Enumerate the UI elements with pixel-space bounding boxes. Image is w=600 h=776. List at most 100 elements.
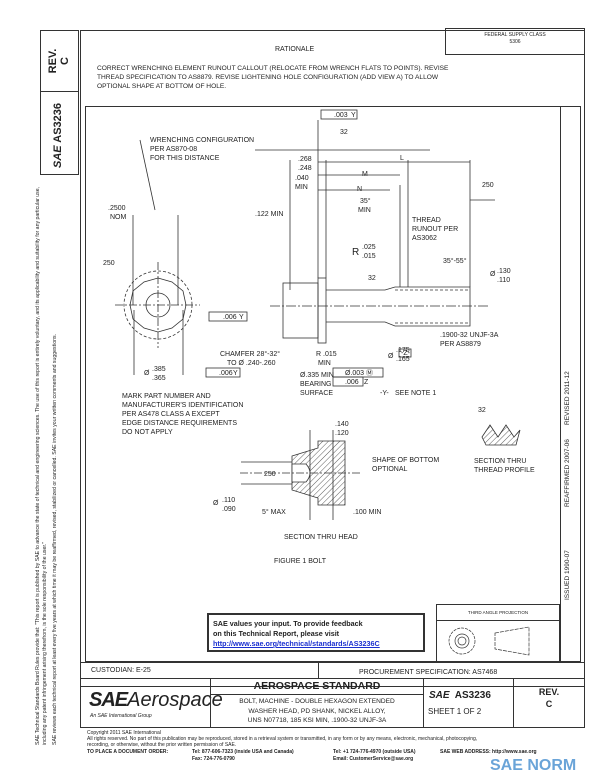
doc-number-cell: SAE AS3236 SHEET 1 OF 2 bbox=[423, 678, 514, 728]
radius-r: R bbox=[352, 247, 359, 258]
email: Email: CustomerService@sae.org bbox=[333, 756, 414, 762]
thread-spec-1: .1900-32 UNJF-3A bbox=[440, 332, 499, 339]
mark-note-5: DO NOT APPLY bbox=[122, 429, 173, 436]
dia385-symbol: Ø bbox=[144, 370, 150, 377]
dia110-lower: .090 bbox=[222, 506, 236, 513]
mark-note-3: PER AS478 CLASS A EXCEPT bbox=[122, 411, 220, 418]
procurement-cell: PROCUREMENT SPECIFICATION: AS7468 bbox=[318, 662, 585, 679]
shape-bottom-1: SHAPE OF BOTTOM bbox=[372, 457, 439, 464]
drawing-frame bbox=[85, 106, 581, 662]
figure-caption: FIGURE 1 BOLT bbox=[274, 558, 327, 565]
order-label: TO PLACE A DOCUMENT ORDER: bbox=[87, 749, 169, 755]
nom-label: NOM bbox=[110, 214, 127, 221]
mark-note-1: MARK PART NUMBER AND bbox=[122, 393, 211, 400]
logo-cell: SAEAerospace An SAE International Group bbox=[80, 678, 223, 728]
d140-upper: .140 bbox=[335, 421, 349, 428]
d140-lower: .120 bbox=[335, 430, 349, 437]
tel-outside: Tel: +1 724-776-4970 (outside USA) bbox=[333, 749, 416, 755]
fsc-value: 5306 bbox=[509, 39, 521, 45]
dia130-upper: .130 bbox=[497, 268, 511, 275]
desc-line-3: UNS N07718, 185 KSI MIN, .1900-32 UNJF-3… bbox=[247, 717, 387, 724]
sheet: SHEET 1 OF 2 bbox=[428, 707, 482, 716]
feedback-box: SAE values your input. To provide feedba… bbox=[207, 613, 425, 652]
shank bbox=[326, 286, 471, 327]
finish-250: 250 bbox=[482, 182, 494, 189]
fcf-position: Ø.003 Ⓜ bbox=[345, 369, 373, 377]
web-address: SAE WEB ADDRESS: http://www.sae.org bbox=[440, 749, 537, 755]
dim-n: N bbox=[357, 186, 362, 193]
min-100: .100 MIN bbox=[353, 509, 381, 516]
fcf-top-datum: Y bbox=[351, 112, 356, 119]
wrenching-line-3: FOR THIS DISTANCE bbox=[150, 155, 220, 162]
mark-note-4: EDGE DISTANCE REQUIREMENTS bbox=[122, 420, 237, 427]
finish-32-shank: 32 bbox=[368, 275, 376, 282]
fcf-runout-datum: Z bbox=[364, 379, 369, 386]
section-thread-label-2: THREAD PROFILE bbox=[474, 467, 535, 474]
watermark-logo: SAE NORM bbox=[490, 757, 577, 774]
angle-35-55: 35°-55° bbox=[443, 257, 467, 265]
dia110-symbol: Ø bbox=[213, 500, 219, 507]
see-note-1: SEE NOTE 1 bbox=[395, 390, 436, 397]
title-rev-value: C bbox=[545, 699, 553, 709]
feedback-link[interactable]: http://www.sae.org/technical/standards/A… bbox=[213, 639, 380, 648]
bolt-drawing: WRENCHING CONFIGURATION PER AS870-08 FOR… bbox=[103, 109, 535, 565]
finish-250-head: 250 bbox=[103, 260, 115, 267]
bearing-2: BEARING bbox=[300, 381, 332, 388]
washer-flange bbox=[317, 277, 327, 344]
rationale-line-1: CORRECT WRENCHING ELEMENT RUNOUT CALLOUT… bbox=[97, 65, 449, 72]
custodian-cell: CUSTODIAN: E-25 bbox=[80, 662, 319, 679]
fax: Fax: 724-776-0790 bbox=[192, 756, 235, 762]
wrenching-line-2: PER AS870-08 bbox=[150, 146, 197, 153]
tel-inside: Tel: 877-606-7323 (inside USA and Canada… bbox=[192, 749, 294, 755]
wrenching-line-1: WRENCHING CONFIGURATION bbox=[150, 137, 254, 144]
rationale-line-3: OPTIONAL SHAPE AT BOTTOM OF HOLE. bbox=[97, 83, 227, 90]
shape-bottom-2: OPTIONAL bbox=[372, 466, 408, 473]
rev-cell: REV. C bbox=[513, 678, 585, 728]
dia130-lower: .110 bbox=[497, 277, 510, 284]
chamfer-2: TO Ø .240-.260 bbox=[227, 360, 276, 367]
title-rev-label: REV. bbox=[538, 687, 560, 697]
projection-label: THIRD ANGLE PROJECTION bbox=[437, 607, 559, 621]
r015-min: MIN bbox=[318, 360, 331, 367]
fcf-runout: .006 bbox=[345, 379, 359, 386]
fcf-006-dia: .006 bbox=[219, 370, 233, 377]
finish-32-top: 32 bbox=[340, 129, 348, 136]
rationale-title: RATIONALE bbox=[275, 46, 315, 53]
nom-value: .2500 bbox=[108, 205, 126, 212]
sae-small-logo: SAE bbox=[429, 690, 450, 701]
procurement: PROCUREMENT SPECIFICATION: AS7468 bbox=[359, 669, 498, 676]
angle-35-min: MIN bbox=[358, 207, 371, 214]
desc-line-1: BOLT, MACHINE - DOUBLE HEXAGON EXTENDED bbox=[239, 698, 395, 705]
fcf-006-dia-datum: Y bbox=[233, 370, 238, 377]
datum-z: -Z- bbox=[401, 350, 411, 357]
d040-min: MIN bbox=[295, 184, 308, 191]
dia175-symbol: Ø bbox=[388, 353, 394, 360]
fcf-006-datum: Y bbox=[239, 314, 244, 321]
head-section bbox=[291, 440, 346, 506]
dia175-lower: .165 bbox=[396, 356, 410, 363]
mark-note-2: MANUFACTURER'S IDENTIFICATION bbox=[122, 402, 243, 409]
title-doc-number: SAE AS3236 bbox=[429, 690, 491, 702]
fsc-label: FEDERAL SUPPLY CLASS bbox=[484, 32, 546, 38]
d268-upper: .268 bbox=[298, 156, 312, 163]
angle-35: 35° bbox=[360, 197, 371, 205]
dim-l: L bbox=[400, 155, 404, 162]
finish-250-section: 250 bbox=[264, 471, 276, 478]
thread-spec-2: PER AS8879 bbox=[440, 341, 481, 348]
description-cell: AEROSPACE STANDARD BOLT, MACHINE - DOUBL… bbox=[210, 678, 424, 728]
rationale-line-2: THREAD SPECIFICATION TO AS8879. REVISE L… bbox=[97, 74, 439, 81]
side-doc-box: SAE AS3236 bbox=[40, 91, 79, 175]
dia385-upper: .385 bbox=[152, 366, 166, 373]
head-side bbox=[282, 282, 319, 339]
d040: .040 bbox=[295, 175, 309, 182]
dia385-lower: .365 bbox=[152, 375, 166, 382]
dia175-upper: .175 bbox=[396, 347, 410, 354]
sae-aerospace-logo: SAEAerospace bbox=[89, 689, 223, 711]
section-thru-head: SECTION THRU HEAD bbox=[284, 534, 358, 541]
thread-runout-2: RUNOUT PER bbox=[412, 226, 458, 233]
logo-aerospace: Aerospace bbox=[127, 689, 223, 711]
section-thread-label-1: SECTION THRU bbox=[474, 458, 526, 465]
min-122: .122 MIN bbox=[255, 211, 283, 218]
